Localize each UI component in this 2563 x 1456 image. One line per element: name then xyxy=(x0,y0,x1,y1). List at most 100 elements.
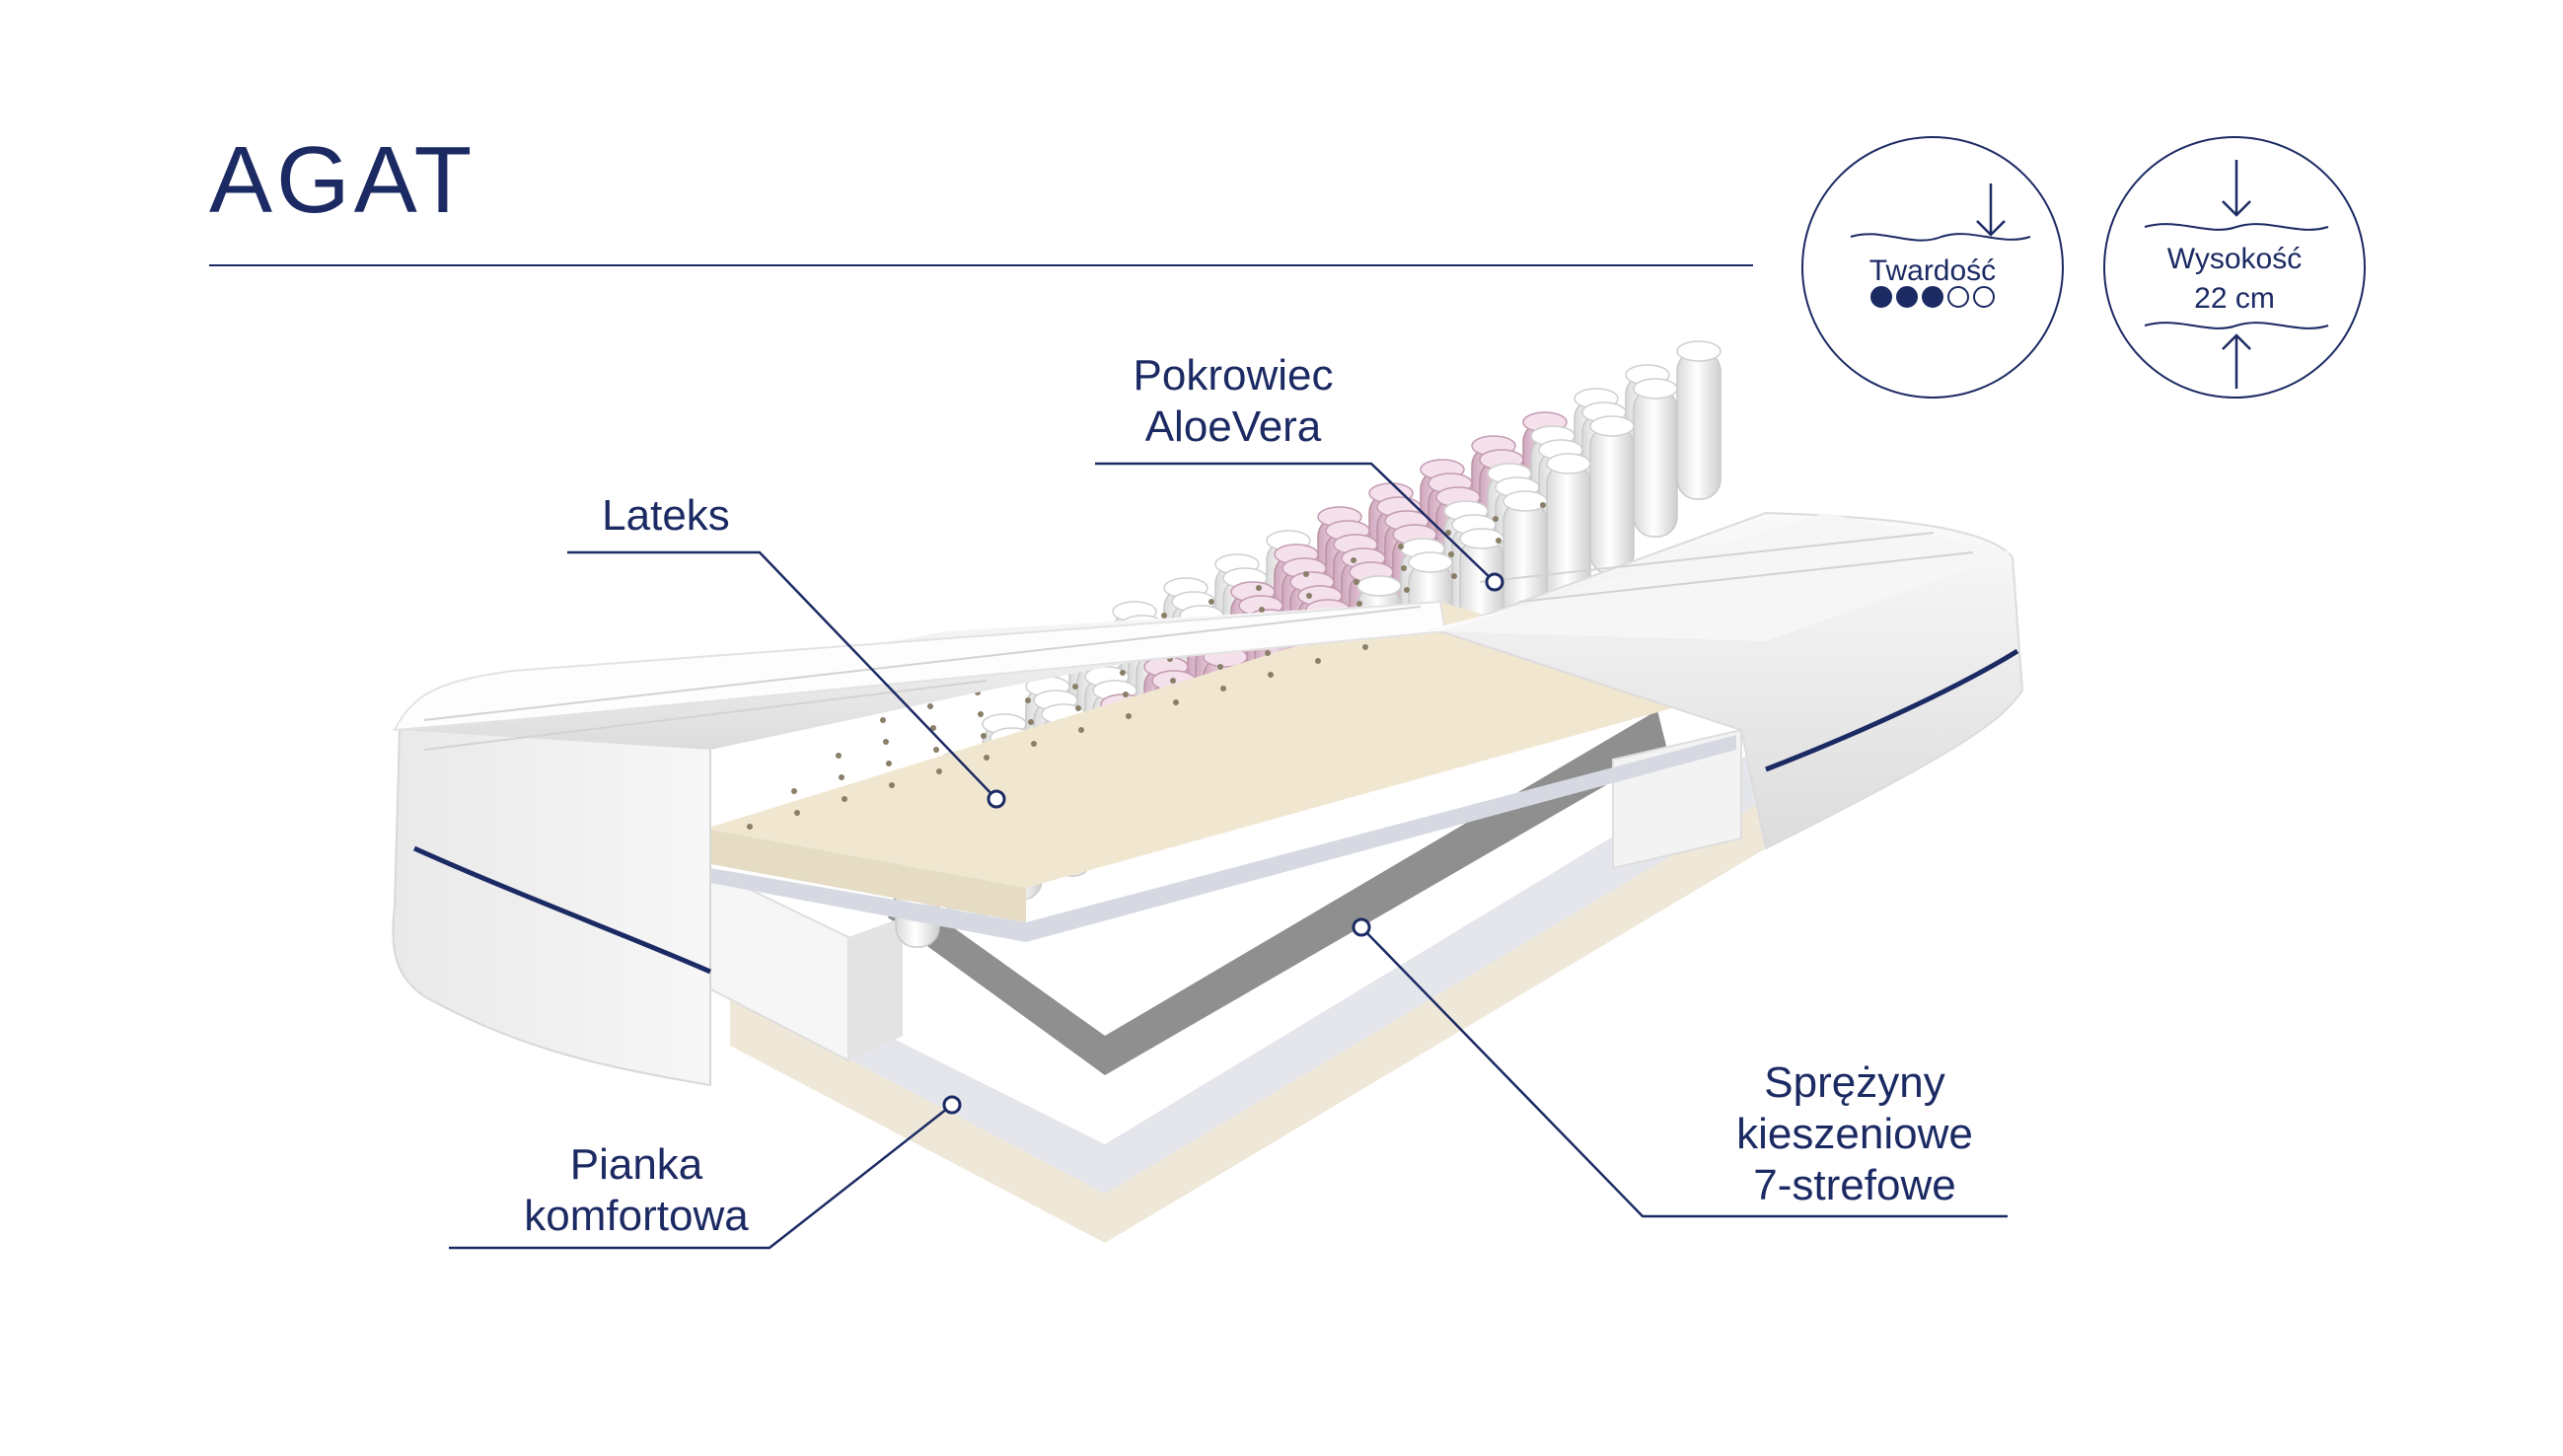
leader-lines xyxy=(449,462,2008,1250)
pocket-spring-top xyxy=(1589,415,1635,437)
pocket-spring xyxy=(1676,350,1721,500)
latex-hole xyxy=(1126,713,1132,719)
firmness-rating xyxy=(1803,286,2062,313)
rating-dot-filled xyxy=(1896,286,1918,308)
latex-hole xyxy=(883,739,889,745)
arrow-down-icon xyxy=(1850,183,2031,242)
rating-dot-empty xyxy=(1973,286,1995,308)
title-divider xyxy=(209,264,1753,266)
pocket-spring xyxy=(1633,388,1678,538)
leader-markers xyxy=(942,572,1504,1115)
label-foam-line2: komfortowa xyxy=(524,1192,749,1240)
label-springs-line3: 7-strefowe xyxy=(1753,1161,1956,1209)
latex-hole xyxy=(794,810,800,816)
latex-hole xyxy=(1220,686,1226,692)
label-cover-line2: AloeVera xyxy=(1144,402,1322,451)
comfort-foam-layer xyxy=(710,750,1766,1194)
latex-layer xyxy=(705,602,1736,888)
latex-hole xyxy=(1496,538,1501,544)
product-title: AGAT xyxy=(209,127,476,233)
height-value: 22 cm xyxy=(2194,282,2275,315)
latex-hole xyxy=(1303,571,1309,577)
latex-layer-front xyxy=(705,829,1026,922)
latex-hole xyxy=(1259,607,1265,613)
cover-piping-right xyxy=(1765,648,2019,772)
latex-hole xyxy=(880,717,886,723)
latex-hole xyxy=(1173,699,1179,705)
pocket-spring-top xyxy=(1633,378,1678,400)
latex-hole xyxy=(1072,684,1078,690)
latex-hole xyxy=(933,747,939,753)
latex-hole xyxy=(1448,551,1454,557)
latex-hole xyxy=(1398,544,1404,549)
latex-hole xyxy=(839,774,844,780)
latex-hole xyxy=(978,711,984,717)
height-arrows-icon xyxy=(2144,160,2329,389)
pocket-spring-top xyxy=(1676,340,1721,362)
pocket-spring-top xyxy=(1408,551,1453,573)
rating-dot-filled xyxy=(1870,286,1892,308)
latex-hole xyxy=(1208,599,1214,605)
latex-hole xyxy=(1078,727,1084,733)
cover-left xyxy=(392,679,711,1087)
label-foam: Pianka komfortowa xyxy=(498,1139,774,1242)
pocket-spring-top xyxy=(1356,575,1402,597)
latex-hole xyxy=(1404,587,1410,593)
cover-piping-left xyxy=(412,845,712,975)
latex-hole xyxy=(1354,579,1359,585)
latex-hole xyxy=(1161,613,1167,619)
latex-hole xyxy=(886,761,892,766)
label-foam-line1: Pianka xyxy=(569,1140,703,1189)
rating-dot-empty xyxy=(1947,286,1969,308)
rating-dot-filled xyxy=(1922,286,1943,308)
latex-hole xyxy=(930,725,936,731)
latex-hole xyxy=(1123,692,1129,697)
latex-hole xyxy=(1451,573,1457,579)
latex-hole xyxy=(842,796,847,802)
latex-hole xyxy=(1120,670,1126,676)
cover-back xyxy=(1440,513,2013,641)
latex-hole xyxy=(791,788,797,794)
label-springs-line1: Sprężyny xyxy=(1764,1058,1945,1107)
label-cover-line1: Pokrowiec xyxy=(1133,351,1334,400)
label-springs-line2: kieszeniowe xyxy=(1736,1110,1973,1158)
label-cover: Pokrowiec AloeVera xyxy=(1095,350,1371,453)
pocket-spring-top xyxy=(1546,453,1591,474)
label-latex: Lateks xyxy=(602,491,730,540)
latex-hole xyxy=(1351,557,1356,563)
latex-hole xyxy=(1031,741,1037,747)
latex-hole xyxy=(1265,650,1271,656)
latex-hole xyxy=(1493,516,1499,522)
latex-hole xyxy=(836,753,842,759)
latex-hole xyxy=(1401,565,1407,571)
pocket-spring-top xyxy=(1459,528,1504,549)
latex-hole xyxy=(1306,593,1312,599)
height-badge: Wysokość 22 cm xyxy=(2103,136,2366,399)
height-label: Wysokość xyxy=(2166,243,2303,275)
latex-hole xyxy=(1170,678,1176,684)
latex-hole xyxy=(1445,530,1451,536)
pocket-spring-top xyxy=(1502,490,1548,512)
latex-hole xyxy=(1217,664,1223,670)
latex-hole xyxy=(1268,672,1274,678)
firmness-label: Twardość xyxy=(1868,255,1997,287)
latex-hole xyxy=(927,703,933,709)
latex-hole xyxy=(1075,705,1081,711)
pocket-spring xyxy=(1589,425,1635,575)
latex-hole xyxy=(1362,644,1368,650)
latex-hole xyxy=(1540,502,1546,508)
side-foam-left-face xyxy=(848,917,903,1060)
latex-hole xyxy=(1315,658,1321,664)
firmness-badge: Twardość xyxy=(1801,136,2064,399)
latex-hole xyxy=(984,755,989,761)
latex-hole xyxy=(1356,601,1362,607)
latex-hole xyxy=(936,768,942,774)
latex-hole xyxy=(981,733,987,739)
latex-hole xyxy=(1025,697,1031,703)
latex-hole xyxy=(1028,719,1034,725)
latex-hole xyxy=(889,782,895,788)
latex-hole xyxy=(1256,585,1262,591)
latex-hole xyxy=(747,824,753,830)
label-springs: Sprężyny kieszeniowe 7-strefowe xyxy=(1707,1057,2003,1211)
